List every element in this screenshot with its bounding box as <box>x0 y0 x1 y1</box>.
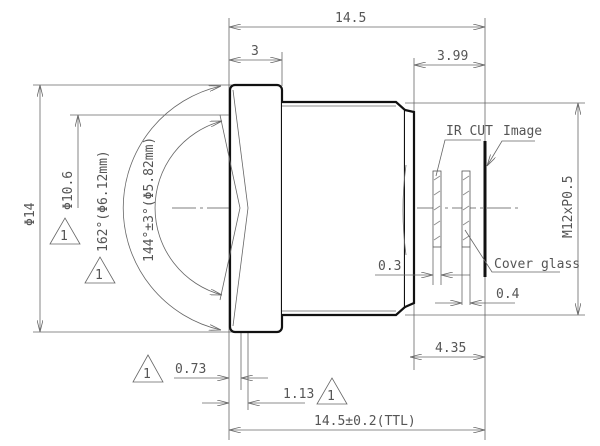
revision-mark-icon: 1 <box>84 256 116 284</box>
fov-outer-arc <box>122 86 221 330</box>
dim-1-13: 1.13 <box>283 387 314 402</box>
cover-glass <box>461 170 471 248</box>
dim-flange-width: 3 <box>251 44 259 59</box>
lens-barrel <box>219 83 416 334</box>
dim-cover-gap: 0.4 <box>496 287 520 302</box>
svg-text:1: 1 <box>327 389 335 404</box>
dim-back-focal: 3.99 <box>437 49 468 64</box>
dim-thread: M12xP0.5 <box>561 175 576 238</box>
label-image: Image <box>503 124 542 139</box>
svg-text:1: 1 <box>60 229 68 244</box>
dim-inner-diameter: Φ10.6 <box>61 171 76 210</box>
svg-text:1: 1 <box>95 268 103 283</box>
dim-outer-diameter: Φ14 <box>23 202 38 226</box>
ir-cut-filter <box>432 170 442 248</box>
label-cover-glass: Cover glass <box>494 257 580 272</box>
dim-fov-inner: 144°±3°(Φ5.82mm) <box>142 137 157 262</box>
dim-0-73: 0.73 <box>175 362 206 377</box>
fov-inner-arc <box>154 121 222 295</box>
label-ir-cut: IR CUT <box>446 124 493 139</box>
ir-cut-leader <box>435 139 481 177</box>
revision-mark-icon: 1 <box>49 217 81 245</box>
revision-mark-icon: 1 <box>316 377 348 405</box>
svg-text:1: 1 <box>143 367 151 382</box>
dim-ir-gap: 0.3 <box>378 259 401 274</box>
dim-mount-to-image: 4.35 <box>435 341 466 356</box>
dim-ttl: 14.5±0.2(TTL) <box>314 414 416 429</box>
cover-glass-leader <box>464 229 560 273</box>
revision-mark-icon: 1 <box>132 354 164 383</box>
dim-overall-length: 14.5 <box>335 11 366 26</box>
dim-fov-outer: 162°(Φ6.12mm) <box>96 150 111 252</box>
dimension-lines <box>40 27 578 430</box>
image-leader <box>487 140 535 166</box>
